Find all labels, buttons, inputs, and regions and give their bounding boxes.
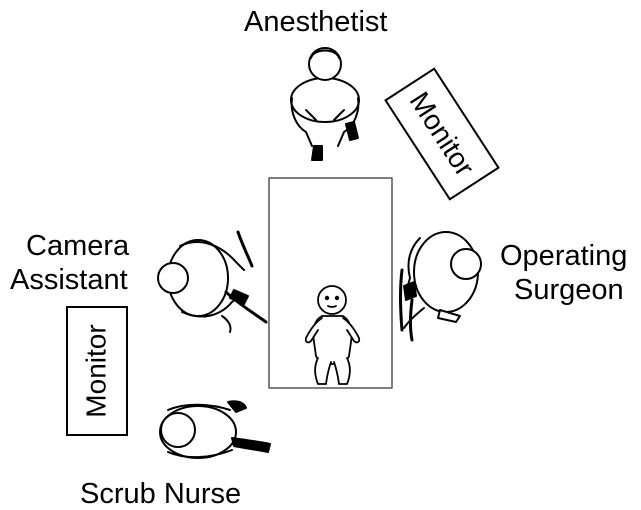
label-scrub-nurse: Scrub Nurse (80, 478, 241, 510)
operating-surgeon-figure (401, 232, 482, 340)
scrub-nurse-figure (160, 401, 270, 458)
label-operating-surgeon-line1: Operating (500, 240, 627, 273)
anesthetist-figure (291, 48, 359, 160)
label-operating-surgeon-line2: Surgeon (514, 274, 624, 307)
label-camera-assistant-line2: Assistant (10, 264, 128, 297)
monitor-left: Monitor (66, 306, 128, 436)
label-anesthetist: Anesthetist (244, 6, 387, 39)
label-camera-assistant-line1: Camera (26, 230, 129, 263)
camera-assistant-figure (158, 232, 266, 332)
monitor-left-label: Monitor (81, 324, 113, 417)
